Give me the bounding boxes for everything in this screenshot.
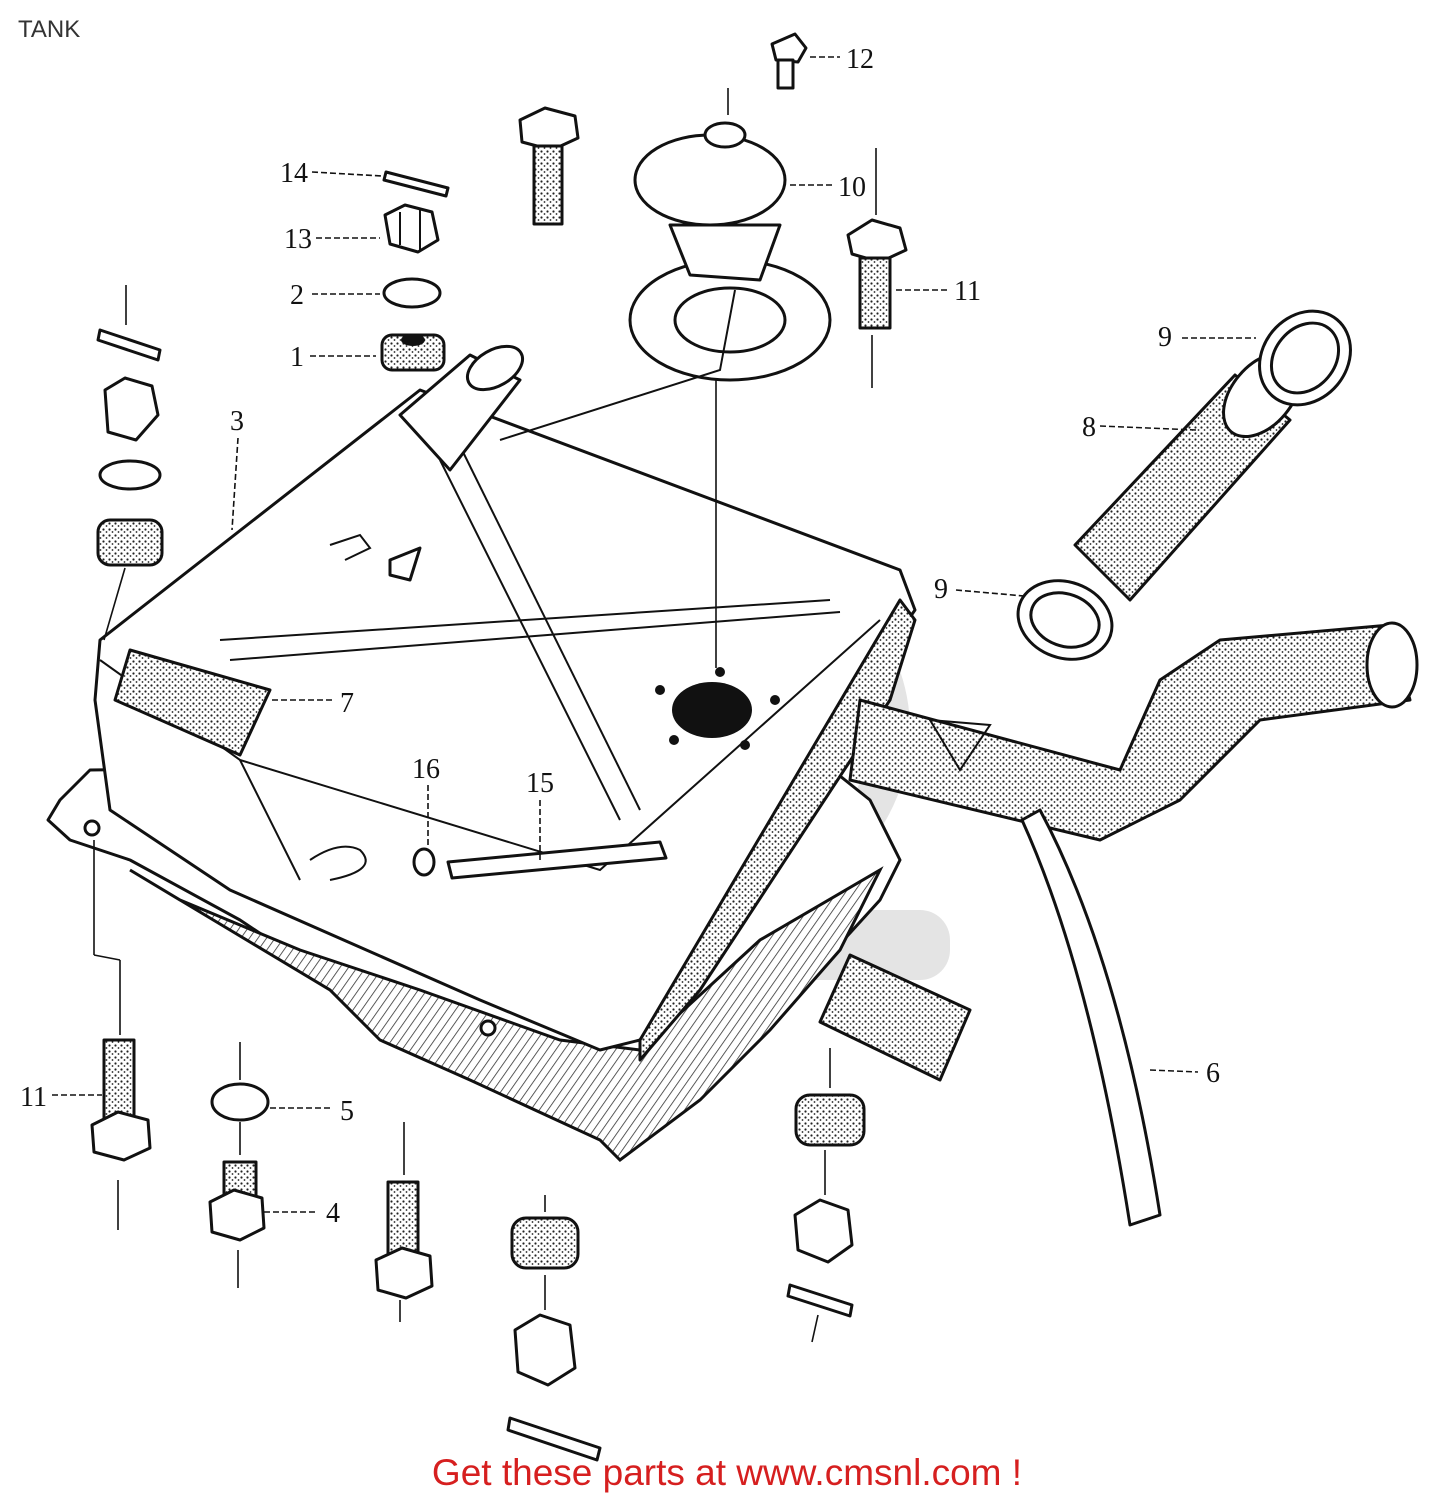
bolt-lower-center-left [374, 1180, 434, 1300]
callout-11-upper: 11 [954, 276, 981, 307]
part-12-screw [770, 32, 808, 90]
right-mount-stack [786, 1093, 866, 1318]
axis-lines [93, 88, 877, 1343]
leader-lines [52, 56, 1256, 1213]
part-4-bolt [208, 1160, 266, 1242]
callout-12: 12 [846, 44, 874, 75]
part-2-washer [382, 277, 442, 309]
callout-labels: 12 10 11 14 13 2 1 3 9 8 9 7 16 15 11 5 … [20, 44, 1220, 1229]
callout-15: 15 [526, 768, 554, 799]
callout-3: 3 [230, 406, 244, 437]
bolt-center-top [518, 106, 580, 226]
callout-7: 7 [340, 688, 354, 719]
part-10-fuel-gauge [499, 121, 832, 441]
callout-14: 14 [280, 158, 308, 189]
callout-4: 4 [326, 1198, 340, 1229]
callout-1: 1 [290, 342, 304, 373]
part-7-rubber-pad [113, 648, 272, 757]
part-9-clamp-upper [1258, 309, 1352, 407]
callout-9-upper: 9 [1158, 322, 1172, 353]
callout-5: 5 [340, 1096, 354, 1127]
callout-13: 13 [284, 224, 312, 255]
fuel-tank [46, 344, 1419, 1162]
part-11-bolt-upper [846, 218, 908, 330]
part-11-bolt-lower [90, 1038, 152, 1162]
part-9-clamp-lower [1016, 579, 1114, 661]
part-16-grommet [412, 847, 436, 877]
part-5-washer [210, 1082, 270, 1122]
page-title: TANK [18, 16, 81, 43]
rubber-pad-lower [818, 953, 972, 1082]
center-mount-stack [506, 1216, 602, 1462]
callout-6: 6 [1206, 1058, 1220, 1089]
filler-neck [398, 344, 524, 472]
footer-shop-link[interactable]: Get these parts at www.cmsnl.com ! [431, 1452, 1023, 1493]
callout-10: 10 [838, 172, 866, 203]
part-6-fuel-line [1020, 808, 1162, 1227]
callout-16: 16 [412, 754, 440, 785]
part-15-pin [446, 840, 668, 880]
part-14-cotter-pin [382, 170, 450, 198]
callout-8: 8 [1082, 412, 1096, 443]
part-13-castle-nut [383, 203, 440, 254]
part-1-rubber [380, 333, 446, 372]
callout-11-lower: 11 [20, 1082, 47, 1113]
callout-2: 2 [290, 280, 304, 311]
left-mount-stack [96, 328, 164, 567]
callout-9-lower: 9 [934, 574, 948, 605]
